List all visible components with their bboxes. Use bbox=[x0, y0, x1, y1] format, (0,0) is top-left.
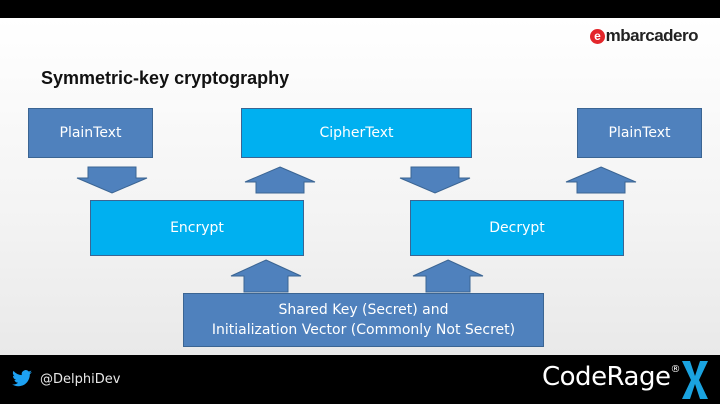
ciphertext-box: CipherText bbox=[241, 108, 472, 158]
plaintext-right-label: PlainText bbox=[608, 124, 671, 141]
coderage-x-icon bbox=[682, 361, 708, 399]
arrow-up-key-to-encrypt bbox=[230, 259, 302, 293]
encrypt-label: Encrypt bbox=[170, 219, 224, 236]
arrow-up-key-to-decrypt bbox=[412, 259, 484, 293]
arrow-up-decrypt-to-plaintext bbox=[565, 166, 637, 194]
footer-bar: @DelphiDev CodeRage® bbox=[0, 355, 720, 404]
arrow-down-plaintext-to-encrypt bbox=[76, 166, 148, 194]
decrypt-label: Decrypt bbox=[489, 219, 545, 236]
registered-mark: ® bbox=[670, 364, 681, 375]
twitter-bird-icon bbox=[12, 370, 32, 387]
arrow-down-ciphertext-to-decrypt bbox=[399, 166, 471, 194]
coderage-text: CodeRage bbox=[542, 362, 671, 392]
embarcadero-e-icon: e bbox=[589, 28, 605, 44]
shared-key-box: Shared Key (Secret) and Initialization V… bbox=[183, 293, 544, 347]
arrow-up-encrypt-to-ciphertext bbox=[244, 166, 316, 194]
slide-title: Symmetric-key cryptography bbox=[41, 68, 290, 88]
brand-text-visible: mbarcadero bbox=[605, 26, 699, 45]
plaintext-left-label: PlainText bbox=[59, 124, 122, 141]
shared-key-line-2: Initialization Vector (Commonly Not Secr… bbox=[211, 322, 516, 338]
coderage-logo: CodeRage® bbox=[542, 362, 680, 392]
twitter-handle: @DelphiDev bbox=[40, 372, 121, 387]
shared-key-line-1: Shared Key (Secret) and bbox=[278, 301, 449, 318]
decrypt-box: Decrypt bbox=[410, 200, 624, 256]
plaintext-right-box: PlainText bbox=[577, 108, 702, 158]
plaintext-left-box: PlainText bbox=[28, 108, 153, 158]
encrypt-box: Encrypt bbox=[90, 200, 304, 256]
ciphertext-label: CipherText bbox=[319, 124, 394, 141]
